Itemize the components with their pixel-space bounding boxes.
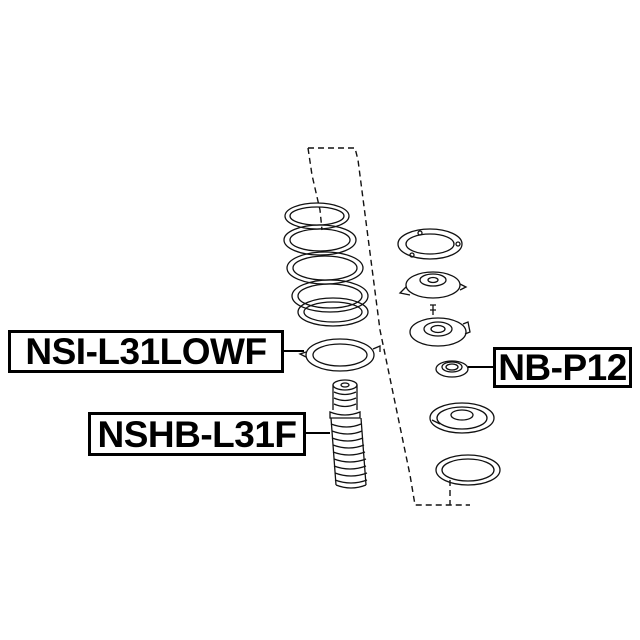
strut-mount-upper: [398, 271, 468, 299]
lower-insulator-ring: [435, 454, 501, 486]
strut-bearing-part: [435, 360, 469, 378]
strut-mount-lower: [409, 304, 471, 347]
part-label-nb-p12[interactable]: NB-P12: [493, 347, 632, 388]
dust-boot-part: [329, 379, 368, 489]
part-number-text: NSI-L31LOWF: [25, 331, 267, 372]
spring-seat-part: [429, 402, 495, 434]
assembly-outline-dashed: [307, 147, 470, 506]
mount-seal-plate: [397, 228, 463, 260]
leader-lines: [284, 350, 493, 434]
spring-insulator-part: [298, 338, 381, 372]
part-label-nshb-l31f[interactable]: NSHB-L31F: [88, 412, 306, 456]
part-number-text: NB-P12: [498, 347, 627, 388]
part-number-text: NSHB-L31F: [97, 413, 297, 455]
part-label-nsi-l31lowf[interactable]: NSI-L31LOWF: [8, 330, 284, 373]
coil-spring: [283, 202, 369, 327]
